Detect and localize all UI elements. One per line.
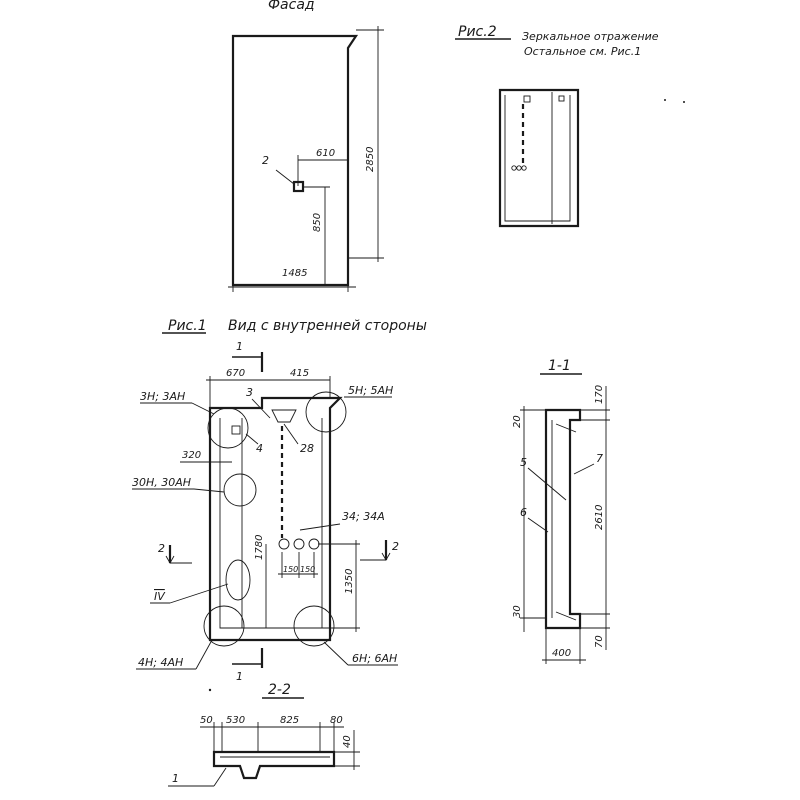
fig1-dim-1350: 1350 (344, 569, 355, 594)
fig1-callout-3: 3 (246, 386, 253, 399)
facade-opening (292, 180, 305, 193)
section-1-1: 1-1 170 2610 70 20 30 400 5 7 6 (512, 358, 610, 664)
facade-leader (275, 169, 295, 185)
fig1-callout-4: 4 (256, 442, 263, 455)
section-11-outline (544, 408, 582, 630)
fig1-label-iv: IV (154, 590, 166, 603)
fig1-detail-circle-6h (293, 605, 335, 647)
section-11-leader-6 (527, 517, 549, 533)
speck (208, 688, 212, 692)
fig1-marker-right: 2 (392, 540, 399, 553)
fig1-marker-bottom: 1 (236, 670, 243, 683)
fig1-label-4h: 4Н; 4АН (138, 656, 183, 669)
section-22-callout-1: 1 (172, 772, 179, 785)
section-11-leader-5 (527, 467, 567, 501)
section-22-leader-1b (213, 767, 227, 787)
fig1-dim-150b: 150 (300, 565, 315, 574)
fig2-square (523, 95, 531, 103)
fig1-label-5h: 5Н; 5АН (348, 384, 393, 397)
fig1-detail-ellipse-iv (225, 559, 251, 601)
fig2-panel-outline (498, 88, 580, 228)
section-22-dim-80: 80 (330, 715, 343, 726)
section-11-callout-7: 7 (596, 452, 603, 465)
fig1-label-6h: 6Н; 6АН (352, 652, 397, 665)
section-22-dim-530: 530 (226, 715, 245, 726)
facade-dim-610: 610 (316, 148, 335, 159)
section-22-title: 2-2 (268, 682, 291, 698)
facade-dim-2850: 2850 (365, 147, 376, 172)
section-11-dim-30: 30 (512, 605, 523, 618)
fig1-hole-2 (293, 538, 305, 550)
fig2-hole-2 (516, 165, 522, 171)
fig1-detail-circle-5h (305, 391, 347, 433)
section-11-callout-5: 5 (520, 456, 527, 469)
section-2-2: 2-2 50 530 825 80 40 1 (168, 682, 360, 787)
fig1-leader-4 (245, 433, 259, 445)
fig1-marker-left: 2 (158, 542, 165, 555)
speck (664, 99, 666, 101)
section-22-dim-40: 40 (342, 735, 353, 748)
fig1-leader-30h-b (193, 488, 225, 493)
fig1-leader-iv-b (169, 583, 229, 604)
fig1-hole-3 (308, 538, 320, 550)
fig1-dim-320: 320 (182, 450, 201, 461)
fig1-label-30h: 30Н, 30АН (132, 476, 191, 489)
facade-view: Фасад 2 610 850 1485 2850 (228, 0, 384, 292)
fig2-view: Рис.2 Зеркальное отражение Остальное см.… (455, 24, 659, 228)
section-11-ribs (555, 423, 577, 621)
fig2-title: Рис.2 (458, 24, 497, 40)
fig1-detail-circle-30h (223, 473, 257, 507)
fig1-label-34: 34; 34А (342, 510, 385, 523)
fig2-caption-line2: Остальное см. Рис.1 (524, 45, 641, 58)
fig1-dim-150a: 150 (283, 565, 298, 574)
fig1-marker-top: 1 (236, 340, 243, 353)
section-11-dim-70: 70 (594, 635, 605, 648)
fig1-leader-3 (251, 398, 271, 419)
section-11-title: 1-1 (548, 358, 571, 374)
fig1-dim-670: 670 (226, 368, 245, 379)
fig1-dim-415: 415 (290, 368, 309, 379)
facade-dim-1485: 1485 (282, 268, 307, 279)
fig1-label-3h: 3Н; 3АН (140, 390, 185, 403)
facade-dim-850: 850 (312, 213, 323, 232)
fig1-leader-34 (299, 523, 341, 531)
section-11-callout-6: 6 (520, 506, 527, 519)
fig2-square-right (558, 95, 565, 102)
fig2-hole-3 (521, 165, 527, 171)
section-22-dim-50: 50 (200, 715, 213, 726)
fig1-square-opening (231, 425, 241, 435)
fig2-hole-1 (511, 165, 517, 171)
section-22-dim-825: 825 (280, 715, 299, 726)
fig1-panel-outline (208, 396, 343, 642)
fig1-detail-circle-3h (207, 407, 249, 449)
section-22-outline (212, 750, 336, 780)
section-11-dim-2610: 2610 (594, 505, 605, 530)
fig1-inner-outline (219, 418, 323, 629)
fig1-top-fitting (271, 409, 297, 423)
fig1-callout-28: 28 (300, 442, 314, 455)
fig1-leader-3h-b (191, 402, 215, 415)
facade-callout-2: 2 (262, 154, 269, 167)
fig1-hole-1 (278, 538, 290, 550)
speck (683, 101, 685, 103)
facade-title: Фасад (268, 0, 315, 13)
fig1-leader-4h-b (195, 639, 213, 670)
fig2-caption-line1: Зеркальное отражение (522, 30, 659, 43)
facade-panel-outline (231, 34, 359, 287)
fig2-inner-outline (504, 95, 571, 222)
fig1-leader-6h-b (323, 641, 349, 666)
fig1-dim-1780: 1780 (254, 535, 265, 560)
section-11-dim-400: 400 (552, 648, 571, 659)
fig1-title: Рис.1 (168, 318, 207, 334)
fig1-view: Рис.1 Вид с внутренней стороны 1 1 2 2 6… (132, 318, 427, 683)
section-11-leader-7 (573, 463, 595, 475)
section-11-dim-20: 20 (512, 415, 523, 428)
fig1-leader-28 (283, 423, 299, 445)
fig1-detail-circle-4h (203, 605, 245, 647)
fig1-subtitle: Вид с внутренней стороны (228, 318, 427, 334)
scan-specks (208, 99, 685, 692)
section-11-dim-170: 170 (594, 385, 605, 404)
